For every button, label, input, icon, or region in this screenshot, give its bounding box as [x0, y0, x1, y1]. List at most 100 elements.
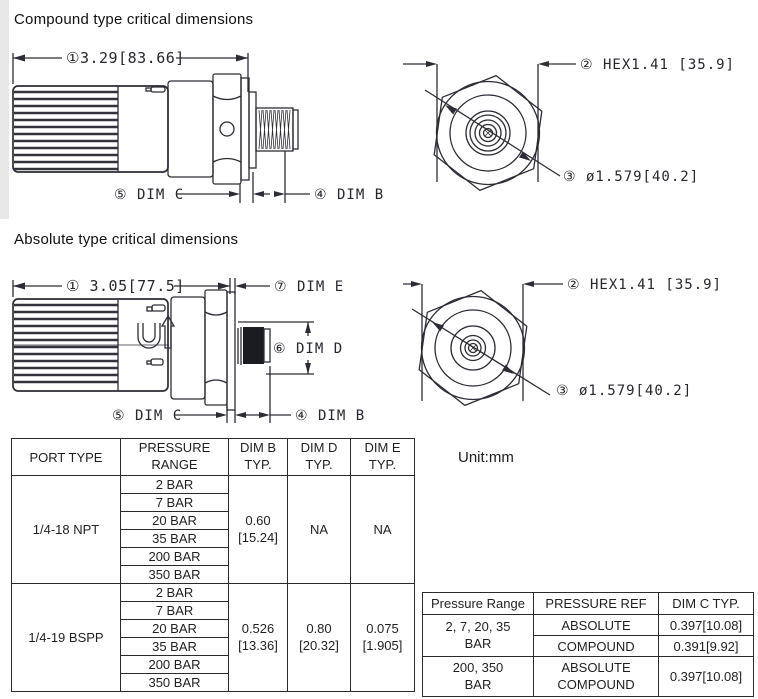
port-circle	[459, 334, 487, 362]
chamfer-circle	[435, 80, 541, 186]
pressure-range-cell: 2, 7, 20, 35 BAR	[422, 614, 534, 657]
pressure-range-cell: 7 BAR	[120, 601, 229, 620]
absolute-section-title: Absolute type critical dimensions	[14, 231, 239, 248]
arrowhead	[538, 61, 549, 67]
label-backing	[62, 49, 176, 66]
arrowhead	[259, 412, 270, 418]
absolute-front-view-drawing: ② HEX1.41 [35.9] ③ ø1.579[40.2]	[403, 277, 722, 407]
washer	[226, 291, 236, 411]
pressure-range-cell: 200, 350 BAR	[422, 656, 534, 697]
hex-nut-side	[212, 73, 242, 185]
pressure-range-cell: 20 BAR	[120, 511, 229, 530]
dim-c-cell: 0.391[9.92]	[658, 635, 754, 657]
dim-b-cell: 0.60 [15.24]	[228, 475, 288, 584]
vent-detail-tab	[145, 87, 152, 92]
table-row: 35 BAR	[12, 637, 415, 656]
arrowhead	[253, 191, 264, 197]
port-circle	[474, 119, 502, 147]
dim-d-lines	[238, 321, 314, 375]
pressure-range-cell: 2 BAR	[120, 475, 229, 494]
port-plate	[248, 91, 257, 169]
dim-b-label: ④ DIM B	[314, 187, 384, 203]
hex-nut-outline	[418, 289, 528, 407]
pressure-range-cell: 7 BAR	[120, 493, 229, 512]
dim-c-table: Pressure Range PRESSURE REF DIM C TYP. 2…	[422, 592, 754, 697]
dim-b-label: ④ DIM B	[295, 408, 365, 424]
pressure-range-cell: 200 BAR	[120, 547, 229, 566]
compound-front-view-drawing: ② HEX1.41 [35.9] ③ ø1.579[40.2]	[403, 57, 735, 192]
table-row: 1/4-19 BSPP 2 BAR 0.526 [13.36] 0.80 [20…	[11, 583, 415, 692]
arrowhead	[229, 191, 240, 197]
overall-length-label: ① 3.05[77.5]	[66, 277, 185, 295]
pressure-range-cell: 20 BAR	[120, 619, 229, 638]
arrowhead-left	[13, 54, 25, 62]
connector-detail-bottom	[150, 358, 164, 366]
flange	[170, 296, 206, 400]
bezel-circle	[449, 94, 527, 172]
arrowhead	[411, 281, 422, 287]
arrowhead-right	[236, 54, 248, 62]
vent-detail	[150, 86, 166, 93]
header-dim-e: DIM E TYP.	[350, 438, 415, 476]
header-pressure-ref: PRESSURE REF	[533, 592, 659, 615]
arrowhead	[426, 61, 437, 67]
pressure-range-cell: 350 BAR	[120, 673, 229, 692]
diameter-line	[424, 89, 561, 177]
table-row: 350 BAR	[12, 673, 415, 692]
arrowhead	[445, 105, 457, 115]
label-backing	[62, 277, 174, 294]
port-type-cell: 1/4-19 BSPP	[11, 583, 121, 692]
pressure-range-cell: 2 BAR	[120, 583, 229, 602]
washer	[240, 77, 250, 181]
hex-nut-outline	[433, 74, 543, 192]
dim-b-cell: 0.526 [13.36]	[228, 583, 288, 692]
hex-dimension-label: ② HEX1.41 [35.9]	[580, 57, 735, 73]
knurl-ridges	[14, 90, 118, 171]
hex-nut-side	[204, 289, 228, 406]
dim-leader-lines	[176, 151, 310, 203]
arrowhead-up	[305, 322, 311, 333]
inner-ring-circle	[469, 114, 507, 152]
magnet-symbol	[137, 323, 161, 349]
table-row: 20 BAR	[12, 619, 415, 638]
dim-e-cell: 0.075 [1.905]	[350, 583, 415, 692]
stud-rings	[237, 327, 242, 365]
table-row: 20 BAR	[12, 511, 415, 530]
diameter-label: ③ ø1.579[40.2]	[563, 169, 699, 185]
pressure-range-cell: 35 BAR	[120, 637, 229, 656]
arrowhead	[519, 151, 531, 161]
absolute-side-view-drawing: ① 3.05[77.5] ⑦ DIM E ⑥ DIM D ⑤ DIM C	[12, 277, 365, 424]
header-pressure-range: PRESSURE RANGE	[120, 438, 229, 476]
overall-length-label: ①3.29[83.66]	[66, 49, 185, 67]
header-port-type: PORT TYPE	[11, 438, 121, 476]
dim-d-cell: 0.80 [20.32]	[287, 583, 351, 692]
up-arrow-symbol	[160, 314, 176, 349]
arrowhead	[501, 364, 514, 374]
dim-c-label: ⑤ DIM C	[112, 408, 182, 424]
pressure-range-cell: 200 BAR	[120, 655, 229, 674]
table-header-row: Pressure Range PRESSURE REF DIM C TYP.	[422, 592, 754, 615]
hex-chamfer-arcs	[204, 311, 228, 384]
arrowhead	[274, 191, 285, 197]
arrowhead	[523, 281, 534, 287]
diameter-label: ③ ø1.579[40.2]	[556, 383, 692, 399]
header-dim-b: DIM B TYP.	[228, 438, 288, 476]
stud-end-cap	[263, 328, 271, 363]
arrowhead	[13, 282, 25, 290]
arrowhead	[218, 282, 230, 290]
arrowhead	[432, 322, 445, 332]
pressure-range-cell: 35 BAR	[120, 529, 229, 548]
threaded-stud-dark	[243, 327, 264, 364]
diameter-line	[411, 308, 551, 396]
bore-circle	[464, 339, 482, 357]
pressure-ref-cell: ABSOLUTE COMPOUND	[533, 656, 659, 697]
hex-dimension-label: ② HEX1.41 [35.9]	[567, 277, 722, 293]
connector-tab-bottom	[146, 360, 152, 365]
page-edge-strip	[0, 0, 9, 219]
header-dim-c: DIM C TYP.	[658, 592, 754, 615]
table-row: 2, 7, 20, 35 BAR ABSOLUTE 0.397[10.08]	[422, 614, 754, 657]
compound-section-title: Compound type critical dimensions	[14, 11, 254, 28]
table-row: 200, 350 BAR ABSOLUTE COMPOUND 0.397[10.…	[422, 656, 754, 697]
stud-end-cap	[292, 109, 299, 150]
